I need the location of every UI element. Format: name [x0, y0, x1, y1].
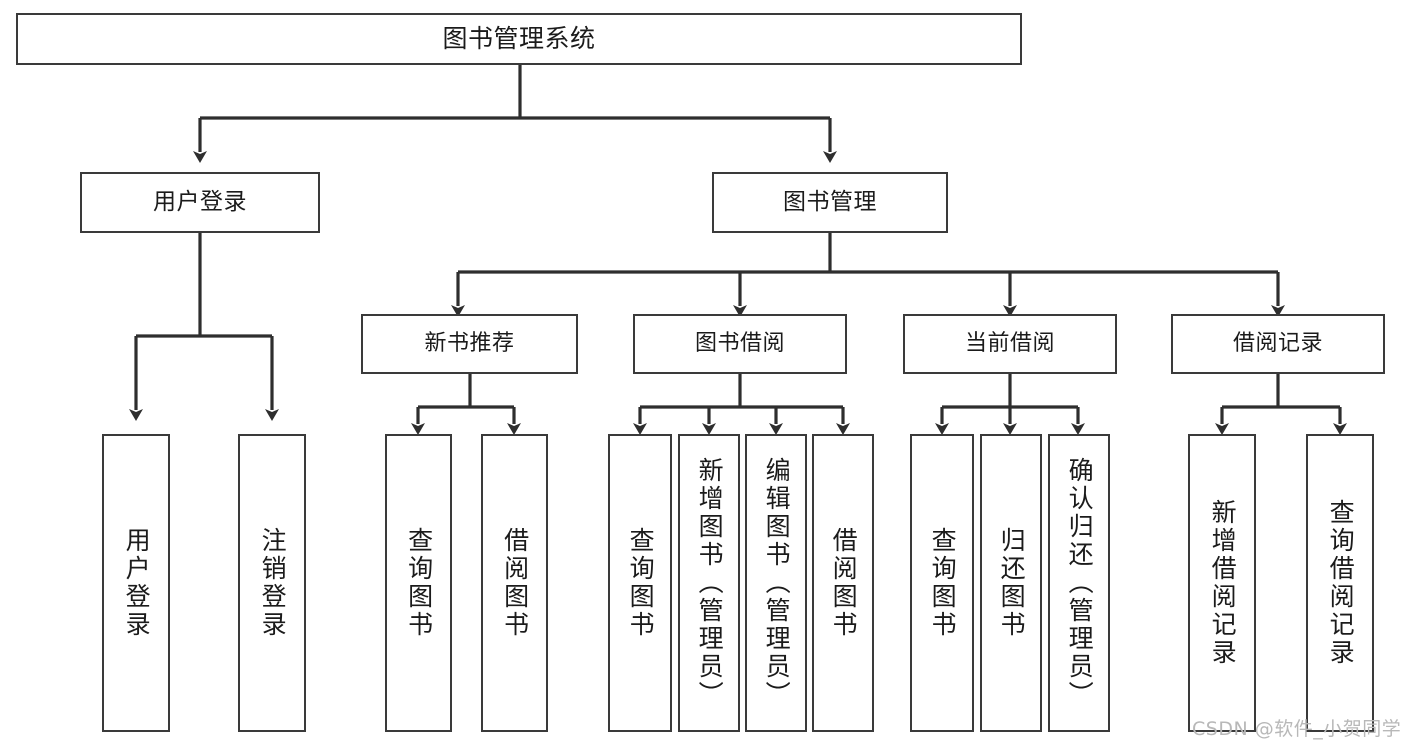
- node-label: 确认归还（管理员）: [1065, 457, 1095, 709]
- node-borrowing-records[interactable]: 借阅记录: [1171, 314, 1385, 374]
- leaf-add-borrowing-record[interactable]: 新增借阅记录: [1188, 434, 1256, 732]
- node-book-borrowing[interactable]: 图书借阅: [633, 314, 847, 374]
- node-label: 查询图书: [404, 527, 434, 639]
- leaf-logout[interactable]: 注销登录: [238, 434, 306, 732]
- leaf-query-borrowing-record[interactable]: 查询借阅记录: [1306, 434, 1374, 732]
- node-label: 归还图书: [997, 527, 1027, 639]
- node-label: 图书管理系统: [442, 24, 596, 54]
- leaf-borrow-books-recommend[interactable]: 借阅图书: [481, 434, 548, 732]
- csdn-watermark: CSDN @软件_小贺同学: [1192, 718, 1402, 740]
- leaf-query-books-recommend[interactable]: 查询图书: [385, 434, 452, 732]
- node-label: 新增图书（管理员）: [695, 457, 725, 709]
- leaf-confirm-return-admin[interactable]: 确认归还（管理员）: [1048, 434, 1110, 732]
- node-label: 用户登录: [153, 188, 247, 215]
- node-book-management[interactable]: 图书管理: [712, 172, 948, 233]
- leaf-borrow-books[interactable]: 借阅图书: [812, 434, 874, 732]
- node-label: 注销登录: [258, 527, 288, 639]
- node-label: 新增借阅记录: [1208, 499, 1238, 667]
- node-label: 借阅图书: [500, 527, 530, 639]
- leaf-query-books-borrow[interactable]: 查询图书: [608, 434, 672, 732]
- node-user-login[interactable]: 用户登录: [80, 172, 320, 233]
- leaf-return-books[interactable]: 归还图书: [980, 434, 1042, 732]
- node-label: 编辑图书（管理员）: [762, 457, 792, 709]
- node-label: 用户登录: [122, 527, 152, 639]
- node-label: 图书管理: [783, 188, 877, 215]
- node-label: 借阅图书: [829, 527, 859, 639]
- leaf-user-login[interactable]: 用户登录: [102, 434, 170, 732]
- node-label: 新书推荐: [424, 331, 515, 357]
- node-label: 图书借阅: [694, 331, 785, 357]
- node-root-library-system[interactable]: 图书管理系统: [16, 13, 1022, 65]
- leaf-add-book-admin[interactable]: 新增图书（管理员）: [678, 434, 740, 732]
- leaf-edit-book-admin[interactable]: 编辑图书（管理员）: [745, 434, 807, 732]
- node-new-book-recommendation[interactable]: 新书推荐: [361, 314, 578, 374]
- node-label: 借阅记录: [1232, 331, 1323, 357]
- node-label: 查询图书: [626, 527, 656, 639]
- leaf-query-books-current[interactable]: 查询图书: [910, 434, 974, 732]
- node-current-borrowing[interactable]: 当前借阅: [903, 314, 1117, 374]
- node-label: 当前借阅: [964, 331, 1055, 357]
- node-label: 查询借阅记录: [1326, 499, 1356, 667]
- node-label: 查询图书: [928, 527, 958, 639]
